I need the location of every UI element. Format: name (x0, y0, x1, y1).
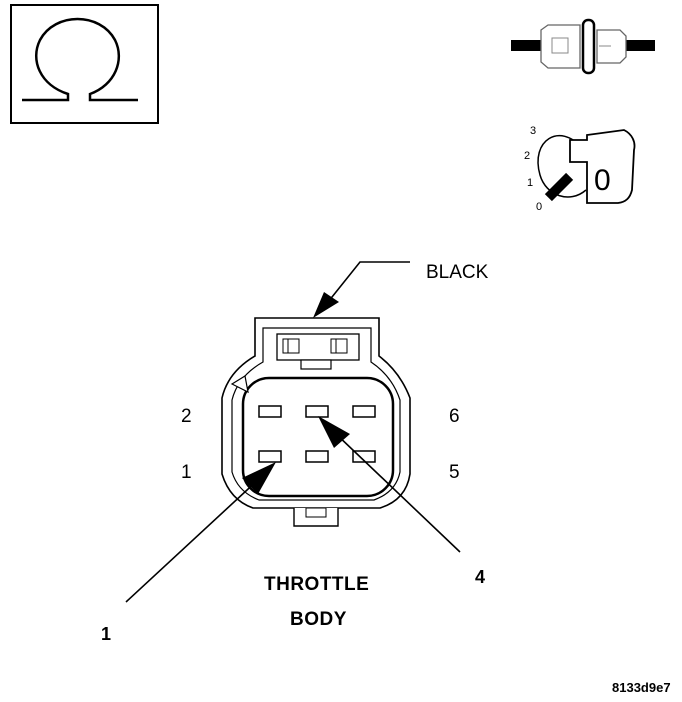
callout-1: 1 (101, 624, 112, 644)
key-position-1: 1 (527, 177, 534, 189)
connector-color-label: BLACK (426, 262, 489, 283)
key-position-2: 2 (524, 150, 531, 162)
connector-disconnect-icon (511, 18, 655, 75)
key-current-position: 0 (594, 164, 611, 197)
ohm-icon (10, 4, 159, 124)
figure-id: 8133d9e7 (612, 680, 671, 695)
pin-label-1: 1 (181, 462, 192, 483)
ignition-key-icon (537, 129, 636, 204)
pin-label-2: 2 (181, 406, 192, 427)
connector-title-line2: BODY (290, 609, 347, 630)
throttle-body-connector (221, 317, 411, 527)
key-position-3: 3 (530, 125, 537, 137)
leader-lines (125, 261, 461, 603)
key-position-0: 0 (536, 201, 543, 213)
callout-4: 4 (475, 567, 486, 587)
connector-title-line1: THROTTLE (264, 574, 370, 595)
pin-label-5: 5 (449, 462, 460, 483)
pin-label-6: 6 (449, 406, 460, 427)
pin-cavities (258, 405, 376, 463)
